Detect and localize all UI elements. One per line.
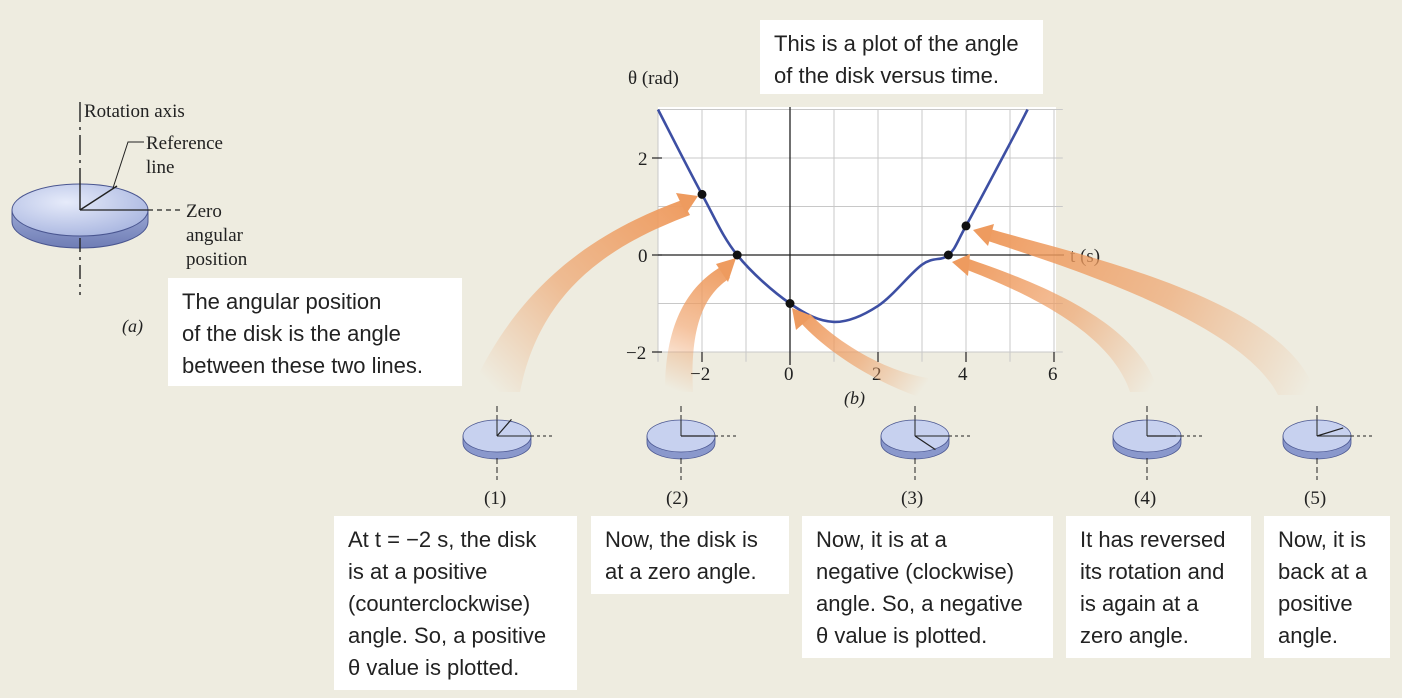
zero-label-1: Zero (186, 201, 222, 222)
disk-3-caption-line-3: angle. So, a negative (816, 591, 1023, 616)
y-tick-label-2: 2 (638, 149, 648, 170)
disk-1-caption: At t = −2 s, the disk is at a positive (… (334, 516, 577, 690)
disk-1-caption-line-1: At t = −2 s, the disk (348, 524, 563, 556)
plot-note-box: This is a plot of the angle of the disk … (760, 20, 1043, 94)
disk-3-caption-line-4: θ value is plotted. (816, 623, 988, 648)
disk-4-caption-line-3: is again at a (1080, 591, 1199, 616)
arrows (470, 193, 1316, 400)
disk-2-caption-line-1: Now, the disk is (605, 527, 758, 552)
x-tick-label-6: 6 (1048, 364, 1058, 385)
disk-4-caption-line-1: It has reversed (1080, 527, 1226, 552)
arrow-5-head (973, 224, 994, 246)
x-tick-label-0: 0 (784, 364, 794, 385)
small-disk-3 (880, 406, 971, 480)
y-axis-label: θ (rad) (628, 68, 679, 89)
angle-note-line-3: between these two lines. (182, 353, 423, 378)
x-tick-label-4: 4 (958, 364, 968, 385)
marked-point-2 (732, 250, 742, 260)
disk-label-3: (3) (901, 488, 923, 509)
marked-points (697, 189, 971, 308)
disk-2-caption: Now, the disk is at a zero angle. (591, 516, 789, 594)
arrow-2-body (665, 266, 730, 392)
disk-5-caption: Now, it is back at a positive angle. (1264, 516, 1390, 658)
part-b-label: (b) (844, 388, 865, 409)
arrow-5-body (985, 229, 1316, 395)
reference-label-2: line (146, 157, 175, 178)
disk-1-caption-line-3: (counterclockwise) (348, 591, 531, 616)
marked-point-3 (785, 299, 795, 308)
disk-label-2: (2) (666, 488, 688, 509)
disk-3-caption-line-2: negative (clockwise) (816, 559, 1015, 584)
small-reference-line (914, 435, 936, 451)
small-reference-line (1316, 427, 1344, 437)
disk-2-caption-line-2: at a zero angle. (605, 559, 757, 584)
disk-5-caption-line-2: back at a (1278, 559, 1368, 584)
disk-4-caption: It has reversed its rotation and is agai… (1066, 516, 1251, 658)
reference-line (79, 185, 118, 211)
small-disk-1 (462, 406, 553, 480)
tick-marks (652, 157, 1055, 362)
x-tick-label-neg2: −2 (690, 364, 710, 385)
disk-label-4: (4) (1134, 488, 1156, 509)
disk-label-1: (1) (484, 488, 506, 509)
disk-4-caption-line-2: its rotation and (1080, 559, 1225, 584)
y-tick-label-0: 0 (638, 246, 648, 267)
disk-1-caption-line-2: is at a positive (348, 559, 488, 584)
disk-4-caption-line-4: zero angle. (1080, 623, 1189, 648)
disk-3-caption-line-1: Now, it is at a (816, 527, 947, 552)
disk-label-5: (5) (1304, 488, 1326, 509)
plot-note-line-2: of the disk versus time. (774, 63, 999, 88)
disk-5-caption-line-4: angle. (1278, 623, 1338, 648)
arrow-3-head (792, 308, 812, 330)
arrow-2-head (716, 258, 736, 282)
angle-note-line-2: of the disk is the angle (182, 321, 401, 346)
y-tick-label-neg2: −2 (626, 343, 646, 364)
part-a-illustration: Rotation axis Reference line Zero angula… (11, 101, 248, 337)
small-disks (462, 406, 1373, 480)
arrow-1-head (676, 193, 698, 214)
disk-5-caption-line-1: Now, it is (1278, 527, 1367, 552)
reference-leader (112, 141, 144, 189)
marked-point-1 (697, 189, 707, 199)
disk-1-caption-line-5: θ value is plotted. (348, 655, 520, 680)
disk-5-caption-line-3: positive (1278, 591, 1353, 616)
zero-label-2: angular (186, 225, 244, 246)
plot-area (658, 107, 1056, 352)
marked-point-4 (943, 250, 953, 260)
disk-1-caption-text-1: At t = −2 s, the disk (348, 527, 537, 552)
disk-3-caption: Now, it is at a negative (clockwise) ang… (802, 516, 1053, 658)
arrow-3-body (800, 314, 928, 400)
angle-note-line-1: The angular position (182, 289, 382, 314)
marked-point-5 (961, 221, 971, 231)
small-disk-4 (1112, 406, 1203, 480)
angle-note-box: The angular position of the disk is the … (168, 278, 462, 386)
arrow-1-body (470, 200, 690, 392)
graph: θ (rad) t (s) 2 0 −2 −2 0 2 4 6 (b) (626, 68, 1100, 409)
theta-curve (656, 108, 1029, 324)
small-disk-2 (646, 406, 737, 480)
rotation-axis-label: Rotation axis (84, 101, 185, 122)
grid-lines (657, 109, 1063, 362)
reference-label-1: Reference (146, 133, 223, 154)
small-reference-line (496, 418, 512, 437)
disk-1-caption-line-4: angle. So, a positive (348, 623, 547, 648)
plot-note-line-1: This is a plot of the angle (774, 31, 1019, 56)
small-disk-5 (1282, 406, 1373, 480)
arrow-4-head (952, 254, 970, 276)
arrow-4-body (962, 258, 1158, 392)
part-a-label: (a) (122, 316, 143, 337)
zero-label-3: position (186, 249, 248, 270)
